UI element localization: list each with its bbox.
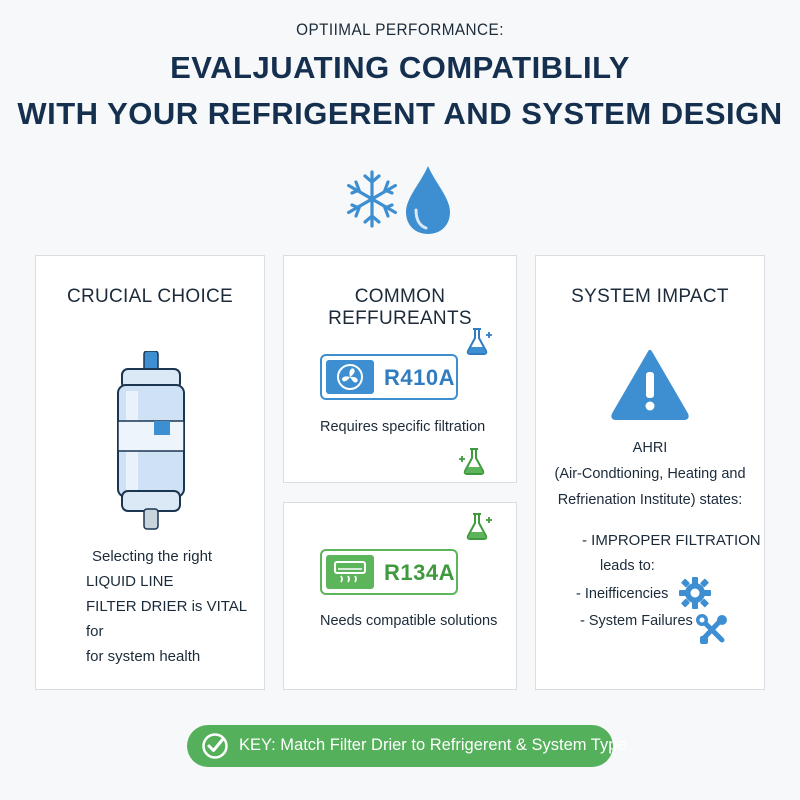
card-common-refrigerants: COMMON REFFUREANTS R410A Requires specif… bbox=[283, 255, 517, 483]
crucial-line-3: FILTER DRIER is VITAL for bbox=[86, 598, 247, 640]
card-system-impact: SYSTEM IMPACT AHRI (Air-Condtioning, Hea… bbox=[535, 255, 765, 690]
header-kicker: OPTIIMAL PERFORMANCE: bbox=[296, 20, 504, 39]
card-crucial-choice: CRUCIAL CHOICE Selecting the right LIQUI… bbox=[35, 255, 265, 690]
check-circle-icon bbox=[202, 733, 228, 759]
headline-line-1: EVALJUATING COMPATIBLILY bbox=[170, 50, 630, 85]
headline-line-2: WITH YOUR REFRIGERENT AND SYSTEM DESIGN bbox=[17, 96, 783, 131]
card-title: SYSTEM IMPACT bbox=[571, 286, 729, 307]
impact-bullet-main: - IMPROPER FILTRATION bbox=[582, 532, 761, 549]
crucial-text: Selecting the right LIQUID LINE FILTER D… bbox=[86, 544, 264, 669]
water-drop-icon bbox=[406, 166, 450, 234]
flask-icon-green bbox=[466, 513, 492, 540]
flask-icon-green bbox=[459, 448, 485, 475]
fan-icon bbox=[326, 360, 374, 394]
impact-bullet-inefficiencies: - Ineifficencies bbox=[576, 586, 669, 602]
impact-bullet-failures: - System Failures bbox=[580, 613, 693, 629]
refrigerant-badge-r134a: R134A bbox=[320, 549, 458, 595]
impact-source-line-2: (Air-Condtioning, Heating and bbox=[554, 466, 746, 482]
flask-icon-blue bbox=[466, 328, 492, 355]
impact-source-line-3: Refrienation Institute) states: bbox=[557, 492, 743, 508]
key-text: KEY: Match Filter Drier to Refrigerent &… bbox=[239, 736, 627, 754]
impact-source-line-1: AHRI bbox=[632, 440, 668, 456]
refrigerant-code: R410A bbox=[384, 365, 455, 390]
key-banner: KEY: Match Filter Drier to Refrigerent &… bbox=[187, 725, 627, 767]
crucial-line-4: for system health bbox=[86, 648, 201, 665]
card-title: CRUCIAL CHOICE bbox=[66, 286, 234, 307]
card-title: COMMON REFFUREANTS bbox=[328, 286, 472, 329]
refrigerant-description: Needs compatible solutions bbox=[320, 613, 498, 629]
hero-icons bbox=[347, 166, 450, 234]
refrigerant-badge-r410a: R410A bbox=[320, 354, 458, 400]
impact-leads-to: leads to: bbox=[600, 558, 655, 574]
crucial-line-1: Selecting the right bbox=[92, 548, 213, 565]
gear-icon bbox=[679, 577, 711, 609]
warning-icon bbox=[611, 350, 689, 420]
ac-unit-icon bbox=[326, 555, 374, 589]
card-refrigerant-r134a: R134A Needs compatible solutions bbox=[283, 502, 517, 690]
filter-drier-icon bbox=[117, 351, 185, 530]
refrigerant-description: Requires specific filtration bbox=[320, 419, 486, 435]
refrigerant-code: R134A bbox=[384, 560, 455, 585]
snowflake-icon bbox=[347, 170, 398, 228]
crucial-line-2: LIQUID LINE bbox=[86, 573, 174, 590]
tools-icon bbox=[696, 614, 727, 644]
